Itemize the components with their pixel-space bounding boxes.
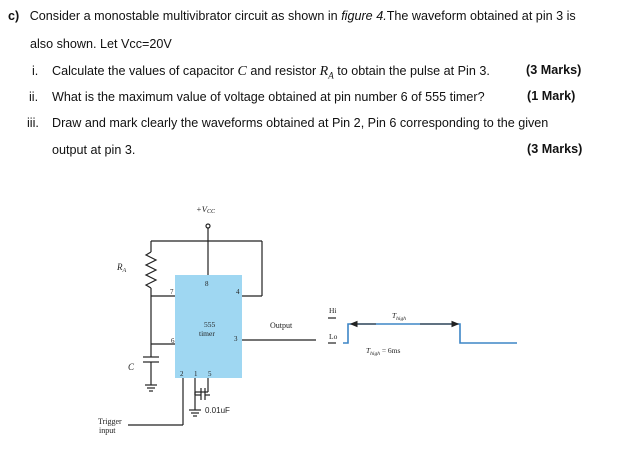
hi-label: Hi xyxy=(329,306,337,315)
pin7-label: 7 xyxy=(170,288,174,296)
part-i: i. xyxy=(32,63,38,79)
question-text-1-rest: The waveform obtained at pin 3 is xyxy=(386,9,576,23)
ra-label: RA xyxy=(116,262,127,274)
c-label: C xyxy=(128,362,135,372)
question-text-1: Consider a monostable multivibrator circ… xyxy=(29,9,342,23)
ic-555-body xyxy=(175,275,242,378)
input-label: input xyxy=(99,426,116,435)
part-iii-number: iii. xyxy=(27,116,39,130)
lo-label: Lo xyxy=(329,332,338,341)
part-i-text-b: and resistor xyxy=(246,64,320,78)
pin6-label: 6 xyxy=(171,337,175,345)
output-pulse-waveform xyxy=(343,323,517,344)
pin2-label: 2 xyxy=(180,370,184,378)
ic-timer-label: timer xyxy=(199,329,215,338)
vcc-label: +VCC xyxy=(196,204,216,215)
question-line-2: also shown. Let Vcc=20V xyxy=(30,36,172,52)
pin1-label: 1 xyxy=(194,370,198,378)
part-i-number: i. xyxy=(32,64,39,78)
part-iii: iii. xyxy=(27,115,39,131)
thigh-value-label: Thigh = 6ms xyxy=(366,346,401,357)
var-capacitor: C xyxy=(237,64,247,79)
part-i-text: Calculate the values of capacitor C and … xyxy=(52,63,490,84)
part-i-text-a: Calculate the values of capacitor xyxy=(52,64,238,78)
part-iii-marks: (3 Marks) xyxy=(527,142,583,156)
part-i-marks: (3 Marks) xyxy=(526,63,582,77)
pin5-label: 5 xyxy=(208,370,212,378)
question-label: c) xyxy=(8,9,20,23)
var-resistor-sub: A xyxy=(328,70,334,81)
part-iii-text: Draw and mark clearly the waveforms obta… xyxy=(52,116,549,130)
part-iii-text-2: output at pin 3. xyxy=(52,143,136,157)
part-ii-marks: (1 Mark) xyxy=(527,89,576,103)
question-text-2: also shown. Let Vcc=20V xyxy=(30,37,172,51)
question-line-1: c) Consider a monostable multivibrator c… xyxy=(8,8,576,24)
ra-resistor xyxy=(144,251,158,289)
part-ii-text: What is the maximum value of voltage obt… xyxy=(52,90,485,104)
cap-value-label: 0.01uF xyxy=(205,406,230,415)
pin3-label: 3 xyxy=(234,335,238,343)
pin4-label: 4 xyxy=(236,288,240,296)
figure-reference: figure 4. xyxy=(341,9,387,23)
ic-555-label: 555 xyxy=(204,320,216,329)
trigger-label: Trigger xyxy=(98,417,122,426)
thigh-label: Thigh xyxy=(392,311,406,322)
pin8-label: 8 xyxy=(205,280,209,288)
part-i-text-c: to obtain the pulse at Pin 3. xyxy=(333,64,490,78)
part-ii-number: ii. xyxy=(29,90,39,104)
part-ii: ii. xyxy=(29,89,38,105)
output-label: Output xyxy=(270,321,293,330)
var-resistor: R xyxy=(319,64,329,79)
vcc-terminal xyxy=(205,223,211,229)
